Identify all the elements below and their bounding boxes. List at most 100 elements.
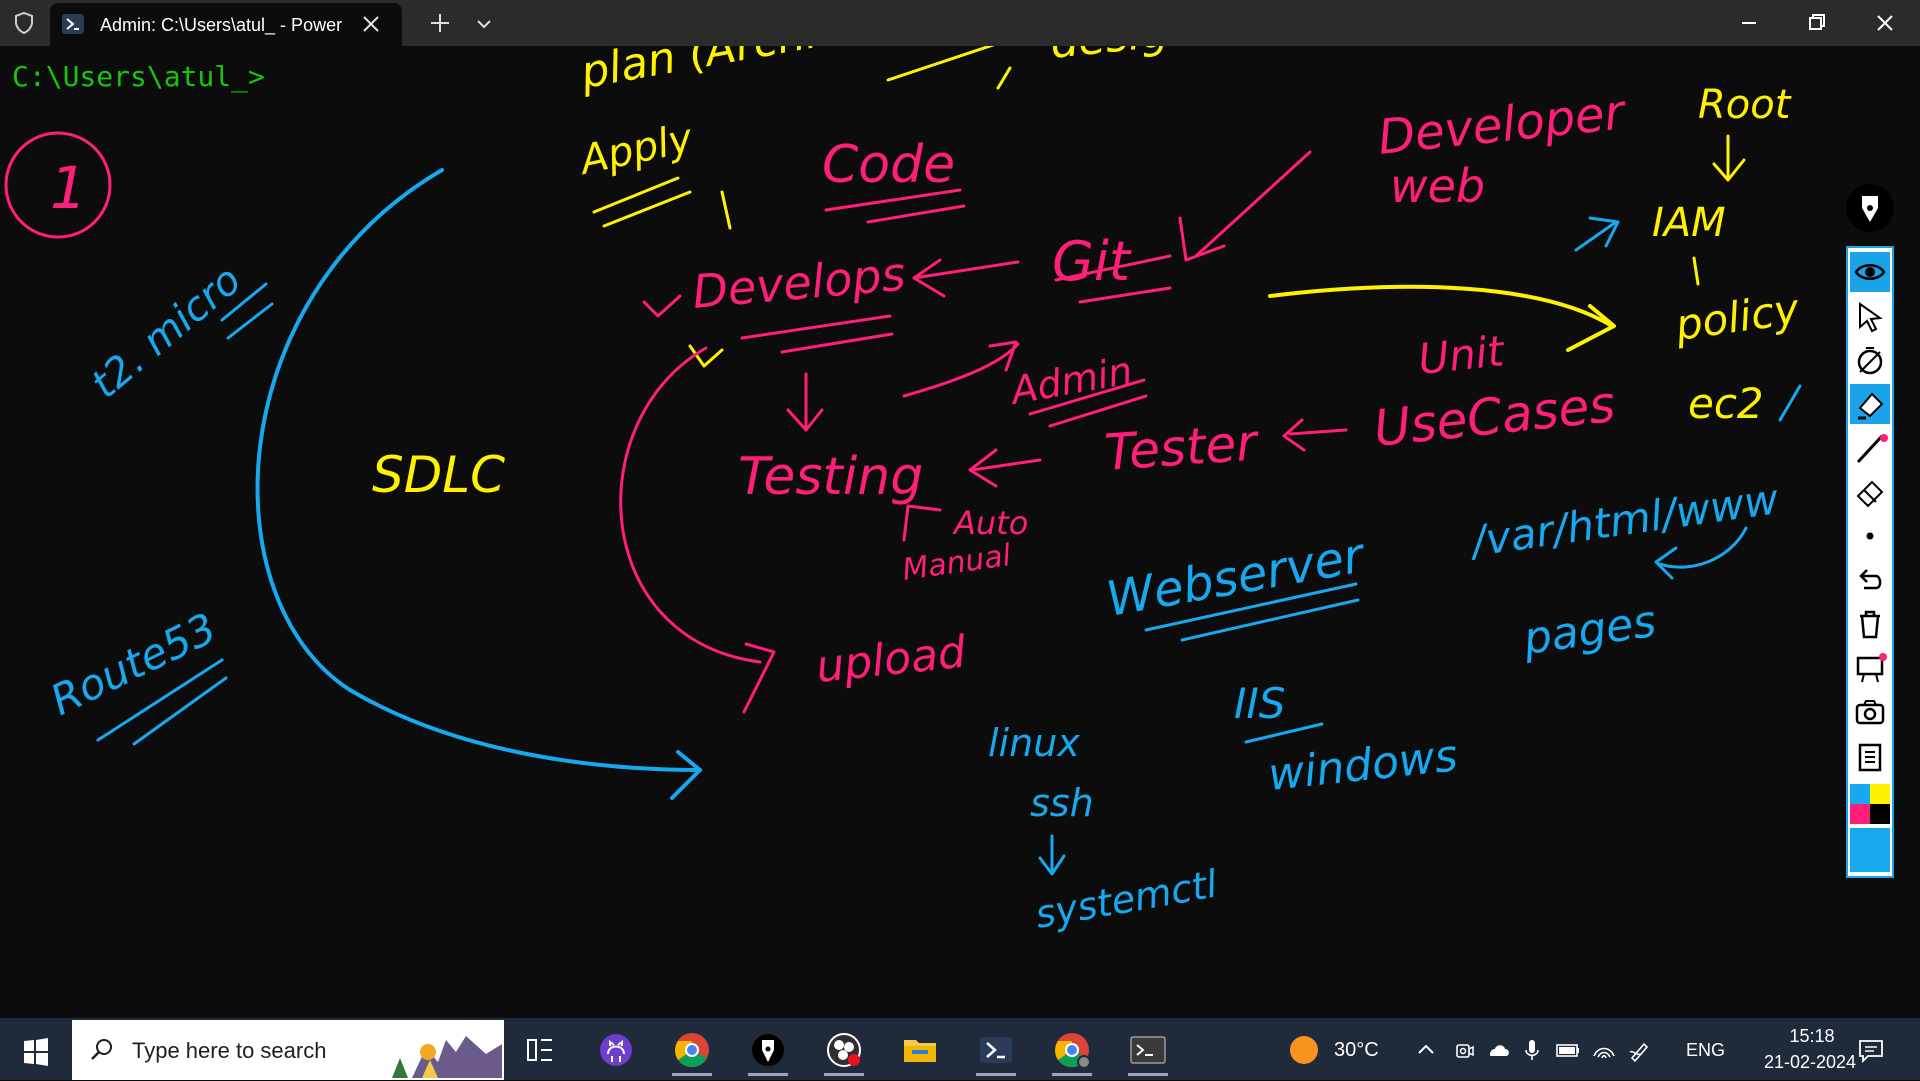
pen-tray-icon[interactable] (1626, 1036, 1654, 1064)
task-view-icon[interactable] (514, 1024, 566, 1076)
chevron-down-icon[interactable] (474, 14, 494, 34)
iis-underline (1244, 722, 1324, 744)
ec2-mark (1778, 384, 1802, 422)
tester-usecases-arrow (1282, 418, 1348, 452)
camera-icon[interactable] (1850, 692, 1890, 732)
cursor-icon[interactable] (1850, 296, 1890, 336)
terminal-tab[interactable]: Admin: C:\Users\atul_ - Power (50, 3, 402, 46)
microphone-icon[interactable] (1518, 1036, 1546, 1064)
clipboard-icon[interactable] (1850, 736, 1890, 776)
line-icon[interactable] (1850, 428, 1890, 468)
title-bar: Admin: C:\Users\atul_ - Power (0, 0, 1920, 46)
terminal-taskbar-icon[interactable] (1122, 1024, 1174, 1076)
chrome-profile-icon[interactable] (1046, 1024, 1098, 1076)
color-swatch-blue[interactable] (1850, 784, 1870, 804)
chrome-icon[interactable] (666, 1024, 718, 1076)
t2-micro-underline (220, 282, 274, 340)
powershell-taskbar-icon[interactable] (970, 1024, 1022, 1076)
sdlc-label: SDLC (372, 446, 505, 504)
color-swatch-pink[interactable] (1850, 804, 1870, 824)
search-icon (91, 1039, 112, 1060)
develops-checkmark (642, 294, 682, 318)
iam-incoming-arrow (1574, 216, 1620, 252)
git-to-develops-arrow (912, 258, 1020, 298)
highlighter-icon[interactable] (1850, 384, 1890, 424)
design-tick (996, 66, 1012, 90)
color-swatch-black[interactable] (1870, 804, 1890, 824)
weather-temperature[interactable]: 30°C (1334, 1039, 1379, 1061)
windows-start-icon[interactable] (12, 1032, 60, 1072)
search-box[interactable]: Type here to search (72, 1020, 504, 1080)
current-color-indicator (1850, 828, 1890, 872)
manual-label: Manual (900, 538, 1013, 588)
plan-underline (886, 46, 995, 82)
ssh-label: ssh (1030, 781, 1094, 825)
github-desktop-icon[interactable] (590, 1024, 642, 1076)
circled-number-ring (4, 131, 112, 239)
admin-underline (1028, 378, 1148, 428)
pen-icon[interactable] (1846, 184, 1894, 232)
powershell-icon (62, 14, 84, 34)
taskbar: Type here to search (0, 1018, 1920, 1080)
upload-label: upload (814, 626, 969, 692)
eye-icon[interactable] (1850, 252, 1890, 292)
file-explorer-icon[interactable] (894, 1024, 946, 1076)
testing-label: Testing (738, 447, 923, 507)
trash-icon[interactable] (1850, 604, 1890, 644)
clock-time[interactable]: 15:18 (1789, 1026, 1835, 1046)
git-label: Git (1052, 230, 1132, 293)
var-html-path: /var/html/www (1465, 474, 1782, 566)
pages-curl-arrow (1654, 526, 1748, 580)
clock-date[interactable]: 21-02-2024 (1763, 1052, 1857, 1072)
apply-label: Apply (574, 115, 698, 184)
weather-sun-icon[interactable] (1288, 1034, 1320, 1066)
develops-to-upload-curve (619, 346, 762, 664)
onedrive-cloud-icon[interactable] (1484, 1036, 1512, 1064)
eraser-icon[interactable] (1850, 472, 1890, 512)
code-underline (824, 188, 966, 224)
camera-tray-icon[interactable] (1450, 1036, 1478, 1064)
unit-label: Unit (1416, 326, 1508, 384)
color-swatch-yellow[interactable] (1870, 784, 1890, 804)
webserver-label: Webserver (1102, 527, 1370, 628)
terminal-prompt[interactable]: C:\Users\atul_> (12, 60, 265, 93)
usecases-label: UseCases (1371, 375, 1618, 458)
language-indicator[interactable]: ENG (1686, 1040, 1726, 1060)
tester-to-testing-arrow (968, 448, 1042, 488)
search-highlight-art (386, 1022, 502, 1078)
minimize-icon[interactable] (1726, 8, 1772, 38)
sdlc-arc-arrowhead (670, 750, 702, 800)
webserver-underline (1144, 582, 1360, 642)
circled-number: 1 (50, 154, 87, 222)
develops-label: Develops (690, 247, 907, 319)
route53-label: Route53 (43, 603, 224, 725)
close-tab-icon[interactable] (360, 13, 382, 35)
git-to-iam-arrowhead (1566, 304, 1616, 352)
notification-icon[interactable] (1856, 1036, 1886, 1066)
wifi-icon[interactable] (1590, 1036, 1618, 1064)
whiteboard-icon[interactable] (1850, 648, 1890, 688)
stopwatch-icon[interactable] (1850, 340, 1890, 380)
chevron-up-icon[interactable] (1412, 1036, 1440, 1064)
ec2-label: ec2 (1688, 379, 1764, 428)
ink-toolbar (1844, 184, 1896, 884)
testing-to-admin-arrow (902, 340, 1020, 398)
dot-icon[interactable] (1850, 516, 1890, 556)
restore-icon[interactable] (1794, 8, 1840, 38)
obs-icon[interactable] (818, 1024, 870, 1076)
undo-icon[interactable] (1850, 560, 1890, 600)
close-window-icon[interactable] (1862, 8, 1908, 38)
admin-label: Admin (1005, 348, 1136, 413)
t2-micro-label: t2. micro (83, 257, 250, 408)
battery-icon[interactable] (1554, 1036, 1582, 1064)
upload-arrowhead (742, 642, 776, 714)
pen-app-icon[interactable] (742, 1024, 794, 1076)
sdlc-cycle-arc (255, 168, 702, 772)
iis-label: IIS (1234, 679, 1285, 728)
ink-canvas[interactable]: 1 SDLC plan (Architecture) design Apply … (0, 46, 1920, 1018)
search-placeholder: Type here to search (132, 1038, 327, 1063)
develops-check (688, 344, 724, 368)
auto-manual-caret (902, 504, 942, 542)
new-tab-icon[interactable] (428, 11, 452, 35)
web-label: web (1390, 159, 1485, 213)
